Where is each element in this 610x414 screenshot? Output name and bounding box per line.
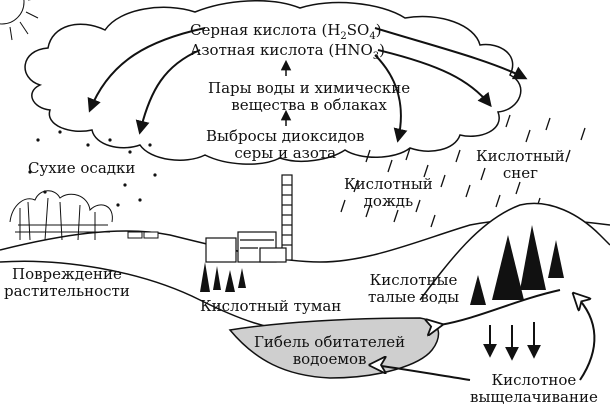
emissions-label: Выбросы диоксидов серы и азота bbox=[206, 128, 364, 162]
acid-fog-label: Кислотный туман bbox=[200, 297, 342, 315]
meltwater-label: Кислотные талые воды bbox=[368, 272, 459, 306]
emissions-line-1: Выбросы диоксидов bbox=[206, 127, 365, 145]
factory-icon bbox=[205, 174, 293, 263]
vapor-line-1: Пары воды и химические bbox=[208, 79, 411, 97]
acid-rain-line-1: Кислотный bbox=[344, 175, 433, 193]
dry-deposition-dots bbox=[28, 130, 157, 207]
arrow-to-dry-deposition-2 bbox=[135, 49, 201, 135]
aquatic-death-line-1: Гибель обитателей bbox=[254, 333, 406, 351]
meltwater-line-2: талые воды bbox=[368, 288, 460, 306]
vegetation-damage-label: Повреждение растительности bbox=[4, 266, 130, 300]
vapor-label: Пары воды и химические вещества в облака… bbox=[208, 80, 410, 114]
sulfuric-sub-2: 2 bbox=[340, 31, 347, 42]
sulfuric-acid-text: Серная кислота (H bbox=[190, 21, 341, 39]
aquatic-death-label: Гибель обитателей водоемов bbox=[254, 334, 405, 368]
leaching-line-1: Кислотное bbox=[491, 371, 577, 389]
leaching-arrows bbox=[483, 322, 541, 361]
sulfuric-so: SO bbox=[346, 21, 370, 39]
vegetation-line-2: растительности bbox=[4, 282, 130, 300]
acid-snow-line-1: Кислотный bbox=[476, 147, 565, 165]
nitric-acid-label: Азотная кислота (HNO3) bbox=[190, 42, 385, 65]
acid-rain-drops bbox=[340, 114, 586, 228]
aquatic-death-line-2: водоемов bbox=[292, 350, 367, 368]
arrow-leaching-to-water bbox=[372, 365, 471, 381]
nitric-close: ) bbox=[379, 41, 385, 59]
arrow-meltwater bbox=[440, 289, 561, 325]
acid-rain-line-2: дождь bbox=[363, 192, 414, 210]
vehicles-icon bbox=[127, 231, 159, 239]
meltwater-line-1: Кислотные bbox=[369, 271, 458, 289]
acid-snow-line-2: снег bbox=[502, 164, 538, 182]
arrow-to-dry-deposition bbox=[87, 27, 206, 113]
trees-near-factory-icon bbox=[200, 262, 246, 292]
vegetation-line-1: Повреждение bbox=[12, 265, 122, 283]
acid-rain-label: Кислотный дождь bbox=[344, 176, 433, 210]
damaged-vegetation-icon bbox=[9, 190, 113, 241]
nitric-acid-text: Азотная кислота (HNO bbox=[190, 41, 373, 59]
sulfuric-close: ) bbox=[375, 21, 382, 39]
leaching-label: Кислотное выщелачивание bbox=[470, 372, 598, 406]
emissions-line-2: серы и азота bbox=[234, 144, 337, 162]
dry-deposition-label: Сухие осадки bbox=[28, 159, 136, 177]
vapor-line-2: вещества в облаках bbox=[231, 96, 387, 114]
sulfuric-sub-4: 4 bbox=[369, 31, 376, 42]
sun-icon bbox=[0, 0, 39, 41]
hill-right bbox=[419, 202, 610, 301]
leaching-line-2: выщелачивание bbox=[470, 388, 598, 406]
arrow-to-acid-snow bbox=[374, 27, 528, 80]
arrow-leaching-to-forest bbox=[575, 295, 596, 381]
arrow-to-acid-rain bbox=[374, 54, 408, 143]
nitric-sub-3: 3 bbox=[372, 51, 380, 62]
acid-snow-label: Кислотный снег bbox=[476, 148, 565, 182]
forest-icon bbox=[470, 225, 564, 305]
sulfuric-acid-label: Серная кислота (H2SO4) bbox=[190, 22, 382, 45]
arrow-to-acid-snow-2 bbox=[377, 49, 492, 108]
